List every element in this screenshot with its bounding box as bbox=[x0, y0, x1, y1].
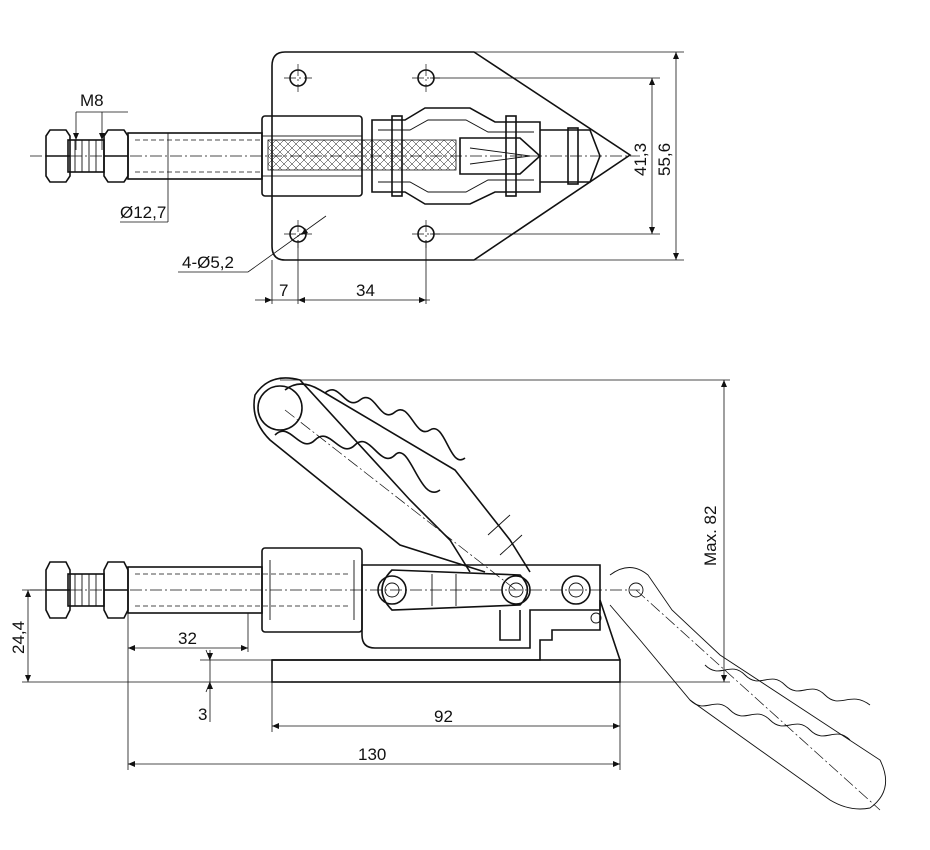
dim-55-label: 55,6 bbox=[655, 143, 674, 176]
dim-24-4: 24,4 bbox=[9, 589, 272, 683]
dim-41-label: 41,3 bbox=[631, 143, 650, 176]
link-bar bbox=[381, 569, 529, 611]
dim-130: 130 bbox=[128, 745, 620, 767]
rod-diameter-label: Ø12,7 bbox=[120, 203, 166, 222]
thread-label: M8 bbox=[80, 91, 104, 110]
dim-92: 92 bbox=[271, 682, 621, 770]
dim-3: 3 bbox=[198, 649, 272, 724]
dim-24-label: 24,4 bbox=[9, 621, 28, 654]
dim-m8: M8 bbox=[73, 91, 128, 150]
dim-32-label: 32 bbox=[178, 629, 197, 648]
max-height-label: Max. 82 bbox=[701, 506, 720, 566]
dim-3-label: 3 bbox=[198, 705, 207, 724]
dim-34-label: 34 bbox=[356, 281, 375, 300]
handle-lowered bbox=[609, 567, 887, 811]
holes-label: 4-Ø5,2 bbox=[182, 253, 234, 272]
base-plate-top bbox=[271, 51, 632, 261]
dim-rod-diameter: Ø12,7 bbox=[120, 133, 169, 223]
base-side bbox=[271, 659, 621, 683]
dim-7-34: 7 34 bbox=[255, 240, 430, 304]
handle-raised bbox=[253, 377, 531, 591]
dim-7-label: 7 bbox=[279, 281, 288, 300]
plunger-hatched bbox=[267, 139, 457, 171]
dim-max-height: Max. 82 bbox=[280, 379, 730, 683]
dim-92-label: 92 bbox=[434, 707, 453, 726]
side-view: Max. 82 24,4 32 3 92 130 bbox=[9, 377, 887, 811]
dim-130-label: 130 bbox=[358, 745, 386, 764]
dim-holes: 4-Ø5,2 bbox=[178, 215, 327, 273]
top-view: M8 Ø12,7 4-Ø5,2 7 34 41,3 55,6 bbox=[30, 51, 684, 304]
dim-32: 32 bbox=[127, 613, 249, 770]
dim-41-55: 41,3 55,6 bbox=[430, 51, 684, 261]
